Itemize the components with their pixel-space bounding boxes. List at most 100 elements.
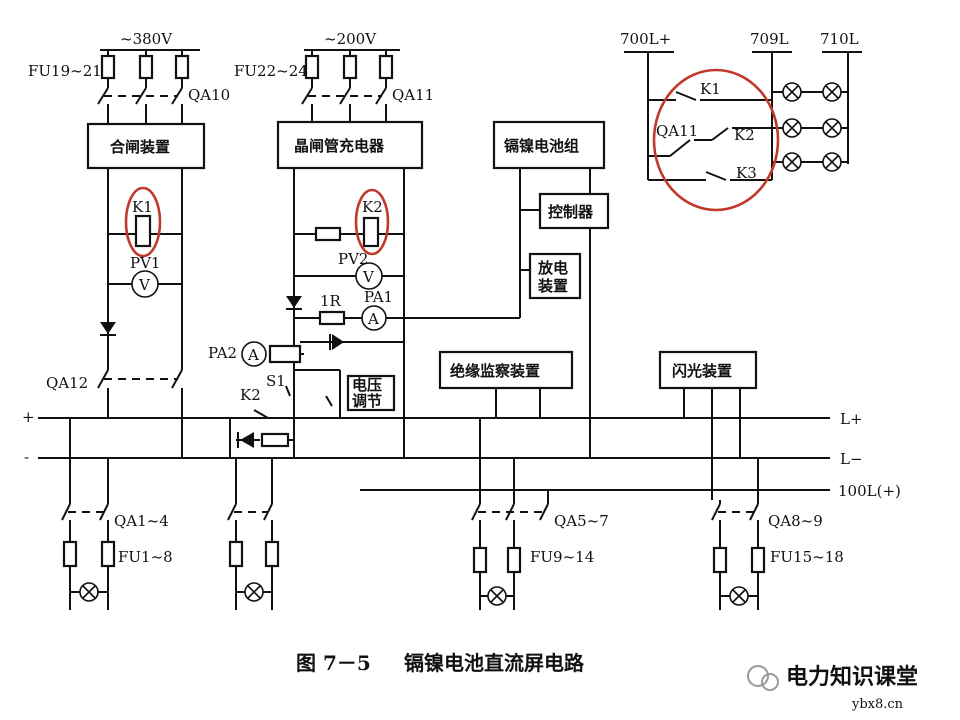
- pa2-a-symbol: A: [247, 346, 259, 364]
- nicd-battery-label: 镉镍电池组: [504, 137, 579, 155]
- flash-device-label: 闪光装置: [672, 362, 732, 380]
- qa11-aux-contact: [669, 139, 691, 157]
- bus-710l-label: 710L: [820, 30, 859, 48]
- discharge-device-label-2: 装置: [537, 277, 568, 295]
- bus-l-plus-label: L+: [840, 410, 863, 428]
- monitor-section: 绝缘监察装置 闪光装置: [438, 350, 758, 500]
- fuse-fu19-21-label: FU19~21: [28, 62, 102, 80]
- pv2-v-symbol: V: [362, 268, 375, 286]
- qa11-aux-label: QA11: [656, 122, 698, 140]
- fuse-fu1: [62, 540, 78, 568]
- qa12-blade-1: [97, 369, 109, 389]
- qa11-label: QA11: [392, 86, 434, 104]
- k2-coil: [362, 216, 380, 248]
- fuse-fu15: [712, 546, 728, 574]
- watermark: 电力知识课堂 ybx8.cn: [747, 664, 918, 712]
- bus-minus-sign: -: [24, 448, 29, 466]
- fuse-fu16: [750, 546, 766, 574]
- k1-highlight-circle: [124, 186, 162, 258]
- wechat-icon: [747, 665, 769, 687]
- pv1-voltmeter: [131, 270, 159, 298]
- closing-device-label: 合闸装置: [109, 138, 170, 156]
- fuse-fu22: [304, 54, 320, 80]
- fuse-fu9: [472, 546, 488, 574]
- closing-device-box: [86, 122, 206, 170]
- qa11-blade-1: [301, 87, 313, 105]
- thyristor-charger-box: [276, 120, 424, 170]
- fu15-18-label: FU15~18: [770, 548, 844, 566]
- figure-title: 镉镍电池直流屏电路: [404, 651, 585, 675]
- k1-coil: [134, 214, 152, 248]
- k1-contact-label: K1: [700, 80, 721, 98]
- fuse-fu2: [100, 540, 116, 568]
- voltage-regulator-label-1: 电压: [352, 376, 382, 394]
- controller-label: 控制器: [548, 203, 594, 221]
- figure-number: 图 7－5: [296, 651, 371, 675]
- flash-device-box: [658, 350, 758, 390]
- fuse-fu20: [138, 54, 154, 80]
- closing-diode: [100, 322, 116, 334]
- resistor-1r-label: 1R: [320, 292, 342, 310]
- bus-700l-label: 700L+: [620, 30, 671, 48]
- bus-709l-label: 709L: [750, 30, 789, 48]
- pv2-voltmeter: [355, 262, 383, 290]
- insulation-monitor-box: [438, 350, 574, 390]
- k3-contact: [705, 171, 727, 181]
- fuse-fu22-24-label: FU22~24: [234, 62, 308, 80]
- closing-supply-section: ~380V FU19~21 QA10 合闸装置 K1 V PV1: [28, 30, 230, 458]
- qa8-9-label: QA8~9: [768, 512, 823, 530]
- pv1-label: PV1: [130, 254, 160, 272]
- s1-label: S1: [266, 372, 286, 390]
- supply-200v-label: ~200V: [324, 30, 377, 48]
- bus-100l-label: 100L(+): [838, 482, 901, 500]
- qa10-label: QA10: [188, 86, 230, 104]
- bus-plus-sign: +: [22, 408, 35, 426]
- qa5-7-label: QA5~7: [554, 512, 609, 530]
- charger-section: ~200V FU22~24 QA11 晶闸管充电器 K2 V: [208, 30, 520, 458]
- thyristor-charger-label: 晶闸管充电器: [294, 137, 385, 155]
- resistor-1r: [318, 310, 346, 326]
- feeder-qa8-9: QA8~9 FU15~18: [711, 458, 844, 610]
- feeder-2: [227, 458, 280, 610]
- watermark-brand: 电力知识课堂: [786, 664, 918, 690]
- charger-diode: [286, 296, 302, 308]
- k1-contact: [675, 91, 697, 101]
- discharge-device-label-1: 放电: [537, 259, 568, 277]
- feeder-qa5-7: QA5~7 FU9~14: [471, 418, 609, 610]
- nicd-battery-box: [492, 120, 606, 170]
- k2-aux-contact: [711, 127, 729, 141]
- fuse-fu23: [342, 54, 358, 80]
- battery-section: 镉镍电池组 控制器 放电 装置: [492, 120, 610, 458]
- pv1-v-symbol: V: [138, 276, 151, 294]
- qa12-label: QA12: [46, 374, 88, 392]
- fu9-14-label: FU9~14: [530, 548, 594, 566]
- pa1-label: PA1: [364, 288, 393, 306]
- fuse-fu24: [378, 54, 394, 80]
- fuse-fu-2a: [228, 540, 244, 568]
- buses: + - L+ L− 100L(+): [22, 408, 901, 500]
- qa1-4-label: QA1~4: [114, 512, 169, 530]
- voltage-regulator-box: [346, 374, 396, 412]
- watermark-site: ybx8.cn: [851, 697, 904, 712]
- k1-coil-label: K1: [132, 198, 153, 216]
- insulation-monitor-label: 绝缘监察装置: [450, 362, 540, 380]
- aux-contact-highlight-circle: [652, 68, 780, 212]
- k2-bypass-diode: [240, 432, 254, 448]
- pa2-label: PA2: [208, 344, 237, 362]
- k2-contact: [253, 409, 269, 419]
- fuse-fu10: [506, 546, 522, 574]
- pv2-label: PV2: [338, 250, 368, 268]
- fuse-fu19: [100, 54, 116, 80]
- bus-l-minus-label: L−: [840, 450, 863, 468]
- k2-aux-label: K2: [734, 126, 755, 144]
- k2-contact-label: K2: [240, 386, 261, 404]
- k2-coil-label: K2: [362, 198, 383, 216]
- qa11-blade-2: [339, 87, 351, 105]
- qa10-blade-2: [135, 87, 147, 105]
- k2-series-resistor: [314, 226, 342, 242]
- supply-380v-label: ~380V: [120, 30, 173, 48]
- discharge-device-box: [528, 252, 582, 300]
- controller-box: [538, 192, 610, 230]
- qa10-blade-1: [97, 87, 109, 105]
